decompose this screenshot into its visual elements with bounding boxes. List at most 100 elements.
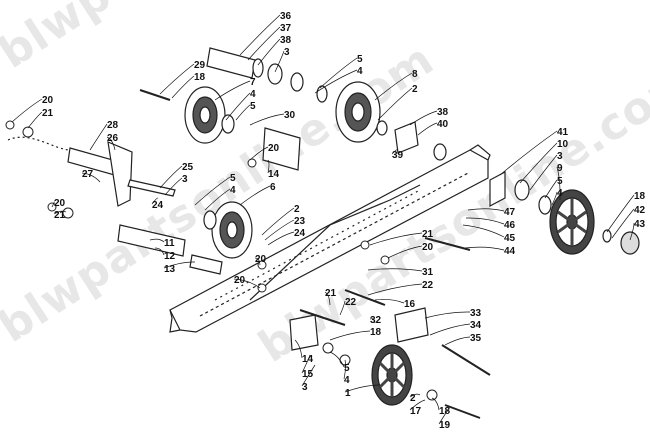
callout-leader-37: [247, 26, 281, 61]
bolt-22: [299, 309, 346, 326]
callout-label-4b: 4: [250, 89, 256, 100]
callout-label-45: 45: [504, 233, 516, 244]
callout-leader-18d: [431, 397, 440, 411]
callout-leader-3b: [529, 154, 558, 191]
callout-label-28: 28: [107, 120, 119, 131]
callout-label-27: 27: [82, 169, 94, 180]
callout-label-38b: 38: [437, 107, 449, 118]
callout-leader-21b: [53, 210, 67, 215]
callout-label-4a: 4: [357, 66, 363, 77]
center-spacers: [376, 120, 447, 161]
callout-leader-41: [499, 130, 558, 176]
callout-label-3c: 3: [182, 174, 188, 185]
axle-spacer: [267, 63, 283, 85]
callout-leader-20d: [387, 245, 423, 259]
callout-label-32: 32: [370, 315, 382, 326]
callout-leader-9: [556, 166, 561, 201]
callout-leader-29: [159, 63, 195, 95]
callout-leader-15: [301, 354, 311, 374]
callout-label-15: 15: [302, 369, 314, 380]
callout-label-18c: 18: [370, 327, 382, 338]
callout-leader-39: [391, 149, 399, 155]
callout-leader-28: [89, 123, 108, 151]
callout-label-5c: 5: [557, 176, 563, 187]
callout-label-29: 29: [194, 60, 206, 71]
callout-label-35: 35: [470, 333, 482, 344]
spacer-41: [489, 171, 506, 207]
washer-18: [602, 229, 612, 243]
rail-end-front: [169, 309, 181, 333]
callout-leader-20e: [254, 257, 261, 266]
callout-leader-26: [106, 136, 116, 151]
callout-label-24a: 24: [152, 200, 164, 211]
callout-leader-17: [409, 399, 426, 411]
bolt-19: [444, 404, 481, 419]
callout-label-43: 43: [634, 219, 646, 230]
callout-label-20d: 20: [422, 242, 434, 253]
callout-label-8: 8: [412, 69, 418, 80]
callout-label-4e: 4: [344, 375, 350, 386]
callout-leader-23: [264, 219, 295, 241]
callout-leader-20b: [249, 146, 269, 161]
callout-leader-5e: [329, 351, 345, 368]
cap-43: [620, 231, 640, 255]
callout-leader-32: [369, 318, 376, 324]
callout-label-47: 47: [504, 207, 516, 218]
bracket-33: [394, 307, 429, 343]
callout-leader-25: [159, 165, 183, 189]
callout-leader-2b: [261, 207, 295, 236]
washer-5: [538, 195, 552, 215]
callout-label-21b: 21: [54, 210, 66, 221]
callout-leader-14a: [267, 159, 270, 174]
callout-leader-12: [154, 247, 165, 256]
upper-axle-shaft: [206, 47, 256, 79]
bolt-16: [344, 289, 386, 306]
callout-label-9: 9: [557, 163, 563, 174]
arm-26: [107, 141, 133, 207]
callout-label-13: 13: [164, 264, 176, 275]
slide-rail-frame: [7, 136, 491, 333]
callout-leader-35: [444, 336, 471, 346]
callout-leader-2c: [409, 393, 421, 398]
callout-leader-24b: [267, 231, 295, 246]
callout-leader-21c: [369, 232, 423, 246]
callout-leader-43: [629, 222, 635, 241]
wheel-6: [203, 201, 253, 259]
callout-leader-16: [374, 299, 405, 304]
callout-label-46: 46: [504, 220, 516, 231]
callout-leader-38a: [257, 38, 281, 66]
wheel-9: [549, 189, 595, 255]
callout-label-18d: 18: [439, 406, 451, 417]
callout-label-2a: 2: [412, 84, 418, 95]
callout-leader-22b: [339, 300, 346, 316]
callout-leader-47: [467, 208, 505, 212]
callout-leader-13: [163, 261, 196, 269]
callout-label-10: 10: [557, 139, 569, 150]
callout-leader-6: [239, 185, 271, 206]
callout-label-3b: 3: [557, 151, 563, 162]
callout-leader-34: [429, 323, 471, 336]
rail-end-top: [469, 144, 491, 161]
callout-leader-21a: [27, 111, 43, 129]
callout-leader-5b: [235, 104, 251, 121]
callout-leader-30: [249, 113, 285, 126]
callout-label-26: 26: [107, 133, 119, 144]
callout-leader-40: [417, 122, 438, 136]
axle-bushing: [252, 58, 264, 78]
callout-leader-7: [214, 80, 251, 101]
callout-leader-24a: [151, 197, 159, 205]
callout-label-6: 6: [270, 182, 276, 193]
callout-label-39: 39: [392, 150, 404, 161]
callout-leader-20a: [11, 98, 43, 123]
callout-label-38a: 38: [280, 35, 292, 46]
bolt-44: [424, 237, 471, 251]
callout-leader-14b: [294, 339, 303, 359]
callout-leader-44: [464, 246, 505, 251]
callout-label-19: 19: [439, 420, 451, 431]
callout-leader-36: [239, 14, 281, 56]
rear-axle-parts: [489, 171, 640, 255]
callout-label-21d: 21: [325, 288, 337, 299]
